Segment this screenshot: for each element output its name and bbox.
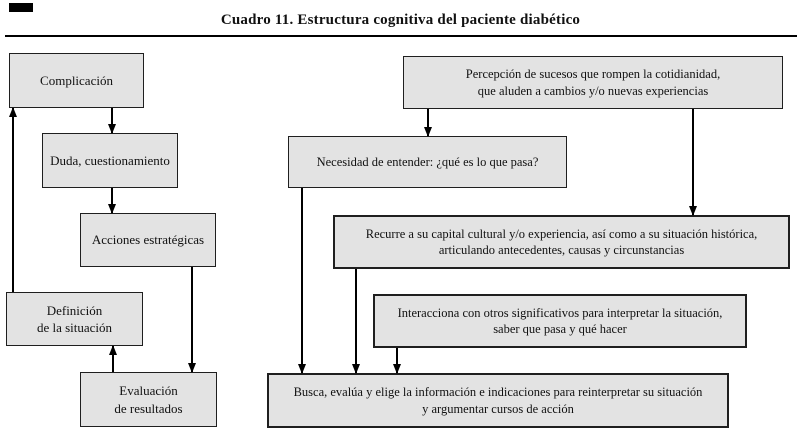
box-definicion-line2: de la situación bbox=[36, 320, 113, 335]
figure-title: Cuadro 11. Estructura cognitiva del paci… bbox=[220, 12, 581, 28]
box-percepcion-sucesos: Percepción de sucesos que rompen la coti… bbox=[403, 56, 783, 109]
box-recurre-line1: Recurre a su capital cultural y/o experi… bbox=[365, 226, 758, 241]
arrow-necesidad-to-busca bbox=[298, 188, 306, 374]
box-interacciona-line2: saber que pasa y qué hacer bbox=[493, 322, 627, 336]
box-recurre-capital: Recurre a su capital cultural y/o experi… bbox=[333, 215, 790, 269]
box-percepcion-line1: Percepción de sucesos que rompen la coti… bbox=[465, 67, 721, 81]
box-percepcion-line2: que aluden a cambios y/o nuevas experien… bbox=[477, 83, 709, 98]
box-interacciona-otros: Interacciona con otros significativos pa… bbox=[373, 294, 747, 348]
box-evaluacion-line1: Evaluación bbox=[119, 383, 178, 399]
arrow-definicion-to-complicacion bbox=[9, 107, 17, 292]
box-complicacion: Complicación bbox=[9, 53, 144, 108]
title-rule bbox=[5, 35, 797, 37]
arrow-percepcion-to-recurre bbox=[689, 109, 697, 216]
arrow-interacciona-to-busca bbox=[393, 348, 401, 374]
box-acciones-estrategicas: Acciones estratégicas bbox=[80, 213, 216, 267]
box-duda-cuestionamiento: Duda, cuestionamiento bbox=[42, 133, 178, 188]
top-left-mark bbox=[9, 3, 33, 12]
box-evaluacion-line2: de resultados bbox=[114, 400, 183, 416]
arrow-acciones-to-evaluacion bbox=[188, 267, 196, 373]
box-busca-line2: y argumentar cursos de acción bbox=[422, 401, 574, 416]
box-evaluacion-resultados: Evaluación de resultados bbox=[80, 372, 217, 427]
box-duda-label: Duda, cuestionamiento bbox=[50, 152, 170, 168]
box-complicacion-label: Complicación bbox=[40, 72, 113, 88]
arrow-duda-to-acciones bbox=[108, 188, 116, 214]
arrow-complicacion-to-duda bbox=[108, 108, 116, 134]
arrow-percepcion-to-necesidad bbox=[424, 109, 432, 137]
arrow-recurre-to-busca bbox=[352, 269, 360, 374]
box-busca-line1: Busca, evalúa y elige la información e i… bbox=[293, 385, 703, 399]
box-acciones-label: Acciones estratégicas bbox=[91, 232, 205, 248]
box-definicion-line1: Definición bbox=[46, 302, 103, 318]
box-definicion-situacion: Definición de la situación bbox=[6, 292, 143, 346]
box-recurre-line2: articulando antecedentes, causas y circu… bbox=[438, 243, 685, 257]
box-necesidad-label: Necesidad de entender: ¿qué es lo que pa… bbox=[316, 154, 539, 169]
box-interacciona-line1: Interacciona con otros significativos pa… bbox=[397, 305, 723, 320]
arrow-evaluacion-to-definicion bbox=[109, 345, 117, 372]
box-busca-evalua: Busca, evalúa y elige la información e i… bbox=[267, 373, 729, 428]
box-necesidad-entender: Necesidad de entender: ¿qué es lo que pa… bbox=[288, 136, 567, 188]
